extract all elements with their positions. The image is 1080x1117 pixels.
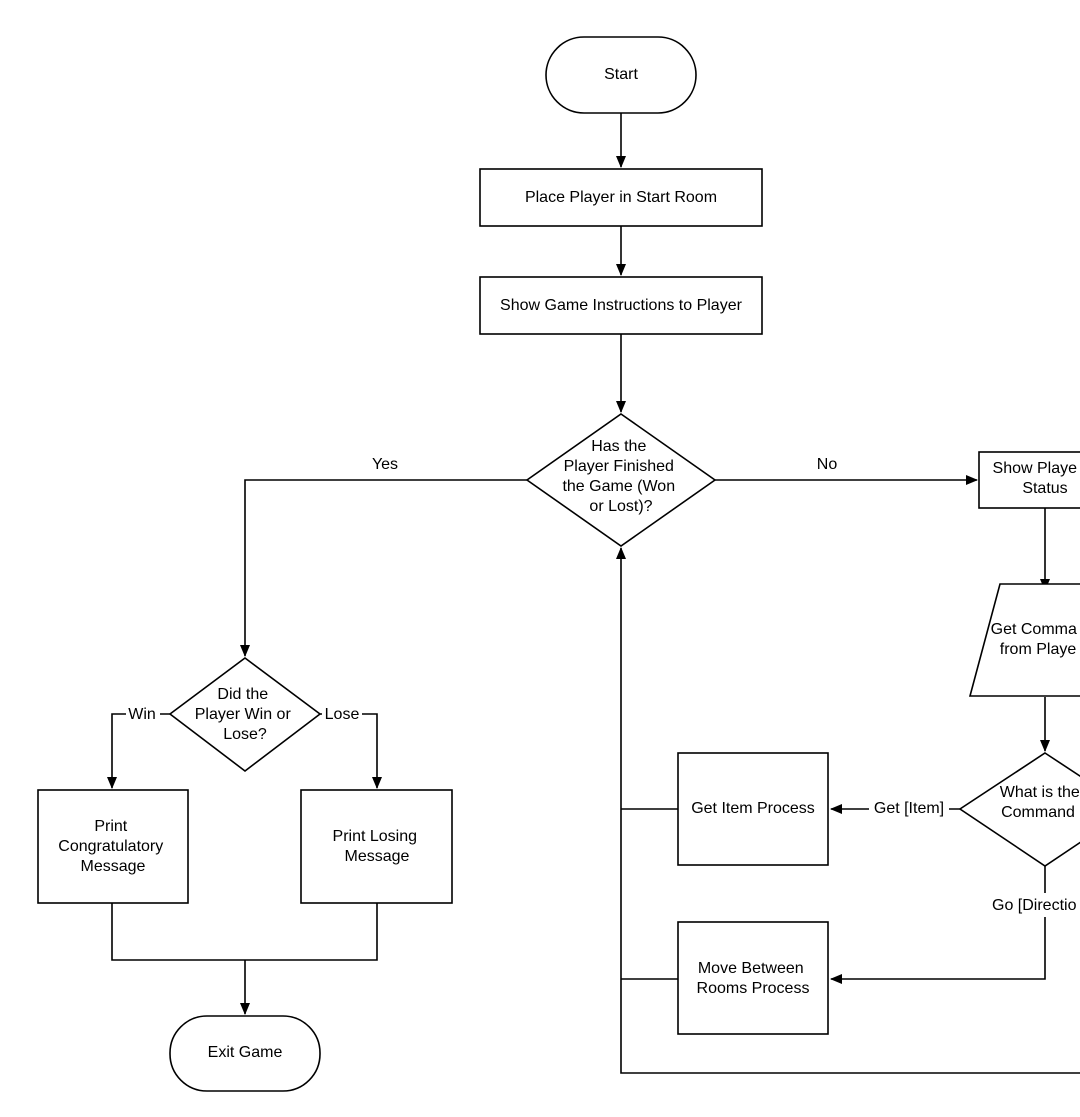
node-command-decision-line-2: Command xyxy=(1001,804,1075,821)
node-get-command-line-1: Get Comma xyxy=(991,621,1077,638)
node-start-text: Start xyxy=(604,66,638,83)
node-congrats: Print Congratulatory Message xyxy=(37,789,189,904)
node-start-line-1: Start xyxy=(604,66,638,83)
node-congrats-line-2: Congratulatory xyxy=(58,838,163,855)
node-show-instructions-text: Show Game Instructions to Player xyxy=(500,297,743,314)
node-congrats-text: Print Congratulatory Message xyxy=(58,818,167,875)
edge-label-no: No xyxy=(817,456,838,473)
node-finished-decision-line-3: the Game (Won xyxy=(562,478,675,495)
node-move-process-text: Move Between Rooms Process xyxy=(697,960,810,997)
node-command-decision-line-1: What is the xyxy=(1000,784,1080,801)
nodes: Start Place Player in Start Room Show Ga… xyxy=(37,36,1080,1092)
node-finished-decision-line-1: Has the xyxy=(591,438,646,455)
node-losing-text: Print Losing Message xyxy=(333,828,422,865)
edges xyxy=(107,113,1080,1074)
node-show-status: Show Playe Status xyxy=(978,451,1080,509)
node-win-lose-decision-line-1: Did the xyxy=(217,686,268,703)
node-finished-decision-line-2: Player Finished xyxy=(564,458,674,475)
node-win-lose-decision-text: Did the Player Win or Lose? xyxy=(195,686,295,743)
node-get-command-text: Get Comma from Playe xyxy=(991,621,1080,658)
node-get-item-process-text: Get Item Process xyxy=(691,800,815,817)
node-start: Start xyxy=(545,36,697,114)
node-exit-line-1: Exit Game xyxy=(208,1044,283,1061)
node-get-command: Get Comma from Playe xyxy=(968,583,1080,697)
node-show-status-line-2: Status xyxy=(1022,480,1067,497)
node-command-decision-text: What is the Command xyxy=(1000,784,1080,821)
node-finished-decision: Has the Player Finished the Game (Won or… xyxy=(525,413,717,547)
node-losing-line-2: Message xyxy=(345,848,410,865)
node-finished-decision-line-4: or Lost)? xyxy=(589,498,652,515)
edge-label-go-direction: Go [Directio xyxy=(992,897,1077,914)
node-exit-text: Exit Game xyxy=(208,1044,283,1061)
node-win-lose-decision-line-3: Lose? xyxy=(223,726,267,743)
node-move-process-line-1: Move Between xyxy=(698,960,804,977)
node-finished-decision-text: Has the Player Finished the Game (Won or… xyxy=(562,438,679,515)
edge-go-direction xyxy=(830,866,1046,984)
edge-label-lose: Lose xyxy=(325,706,360,723)
edge-win xyxy=(107,713,170,789)
node-win-lose-decision: Did the Player Win or Lose? xyxy=(168,657,322,773)
edge-label-win: Win xyxy=(128,706,156,723)
edge-congrats-to-merge xyxy=(111,903,378,961)
node-show-status-line-1: Show Playe xyxy=(993,460,1078,477)
node-move-process: Move Between Rooms Process xyxy=(677,921,829,1035)
edge-label-yes: Yes xyxy=(372,456,398,473)
node-win-lose-decision-line-2: Player Win or xyxy=(195,706,292,723)
node-losing-line-1: Print Losing xyxy=(333,828,418,845)
node-exit: Exit Game xyxy=(169,1015,321,1092)
node-place-player-text: Place Player in Start Room xyxy=(525,189,717,206)
edge-yes xyxy=(240,479,527,657)
node-move-process-line-2: Rooms Process xyxy=(697,980,810,997)
node-congrats-line-3: Message xyxy=(81,858,146,875)
node-show-instructions: Show Game Instructions to Player xyxy=(479,276,763,335)
node-get-command-line-2: from Playe xyxy=(1000,641,1077,658)
node-command-decision: What is the Command xyxy=(958,752,1080,867)
node-show-status-text: Show Playe Status xyxy=(993,460,1080,497)
edge-loop-back xyxy=(616,547,1080,1074)
node-get-item-process-line-1: Get Item Process xyxy=(691,800,815,817)
edge-labels: Yes No Win Lose Get [Item] Go [Directio xyxy=(126,456,1080,917)
node-get-item-process: Get Item Process xyxy=(677,752,829,866)
edge-lose xyxy=(320,713,382,789)
node-place-player: Place Player in Start Room xyxy=(479,168,763,227)
node-show-instructions-line-1: Show Game Instructions to Player xyxy=(500,297,743,314)
node-losing: Print Losing Message xyxy=(300,789,453,904)
edge-label-get-item: Get [Item] xyxy=(874,800,944,817)
node-congrats-line-1: Print xyxy=(94,818,127,835)
node-place-player-line-1: Place Player in Start Room xyxy=(525,189,717,206)
